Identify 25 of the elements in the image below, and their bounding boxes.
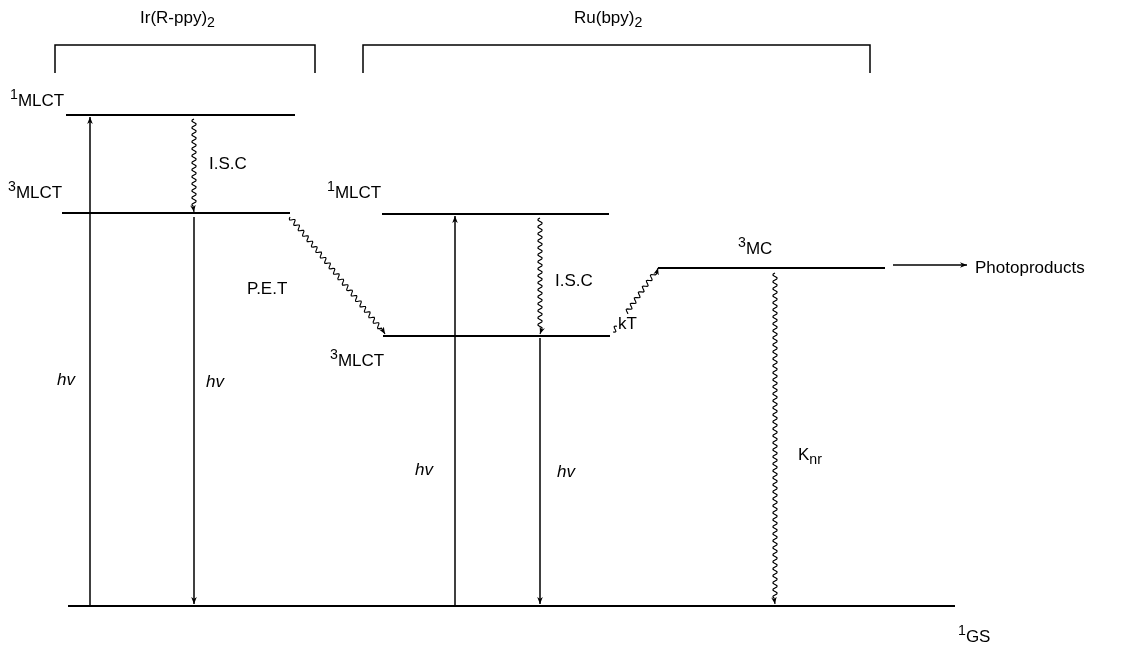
energy-level-line (68, 605, 955, 607)
state-label: $^{1}$MLCT (327, 178, 382, 203)
state-label: $^{3}$MC (738, 234, 773, 259)
state-label: $^{3}$MLCT (330, 346, 385, 371)
energy-level-line (62, 212, 290, 214)
wavy-arrow (771, 272, 778, 605)
arrow (87, 116, 93, 607)
wavy-arrow (537, 217, 545, 335)
wavy-arrow (612, 267, 659, 333)
energy-level-line (382, 213, 609, 215)
arrow (452, 215, 458, 607)
group-label: Ru(bpy)$_{2}$ (574, 8, 643, 31)
wavy-arrow (190, 118, 197, 213)
product-label: Photoproducts (975, 258, 1085, 278)
state-label: $^{1}$MLCT (10, 86, 65, 111)
arrow (537, 337, 543, 605)
energy-level-line (383, 335, 610, 337)
arrow (892, 262, 968, 268)
energy-level-line (658, 267, 885, 269)
energy-level-line (66, 114, 295, 116)
wavy-arrow (288, 216, 386, 335)
state-label: $^{1}$GS (958, 622, 991, 646)
arrow (191, 216, 197, 605)
state-label: $^{3}$MLCT (8, 178, 63, 203)
group-label: Ir(R-ppy)$_{2}$ (140, 8, 215, 31)
